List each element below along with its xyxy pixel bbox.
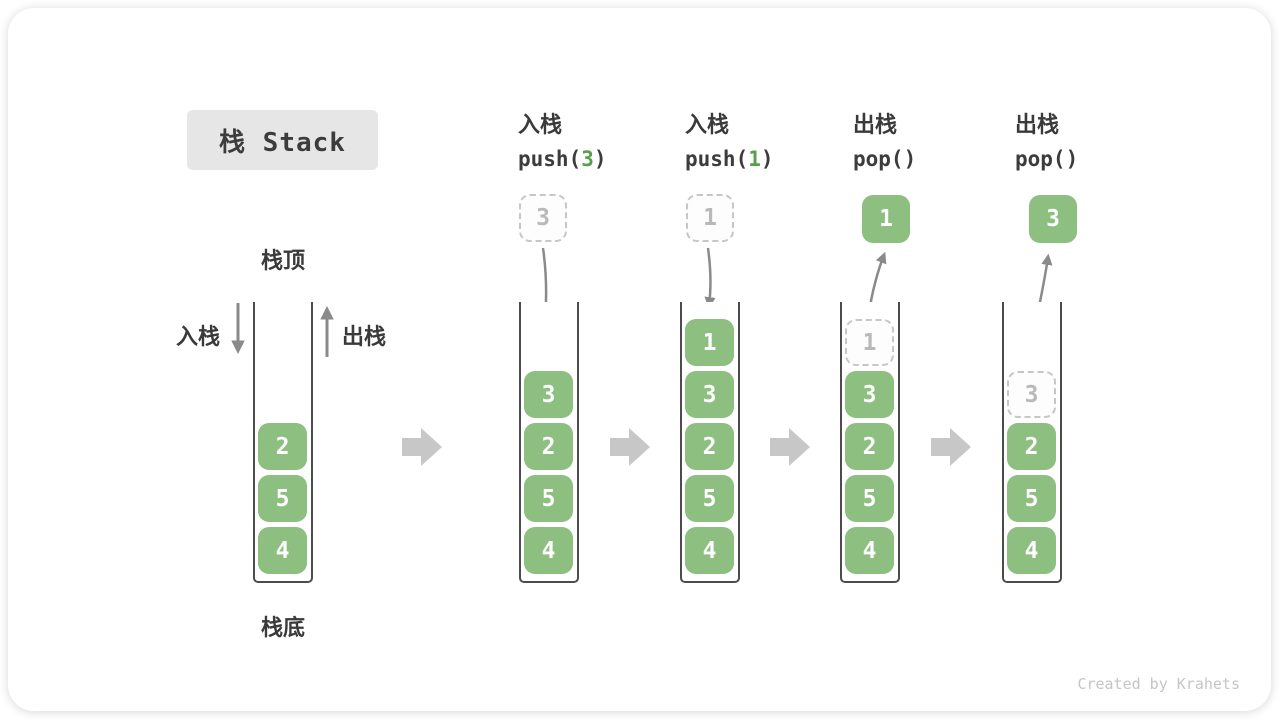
op-code-text: ) [593, 147, 607, 171]
op-code-text: pop() [1015, 147, 1079, 171]
op-code-text: push( [685, 147, 749, 171]
stack-item: 4 [845, 527, 894, 574]
op-action: 出栈 [853, 112, 898, 137]
op-code-text: push( [518, 147, 582, 171]
stack-item: 2 [685, 423, 734, 470]
stack-item: 4 [1007, 527, 1056, 574]
stack-item: 5 [685, 475, 734, 522]
stack-state-3: 1 3 2 5 4 [680, 302, 740, 583]
stack-item: 5 [845, 475, 894, 522]
op-code: push(3) [518, 147, 607, 171]
stack-item-popped: 1 [845, 319, 894, 366]
pop-label: 出栈 [342, 324, 387, 349]
stack-item: 1 [685, 319, 734, 366]
stack-item: 5 [1007, 475, 1056, 522]
floating-item-push: 3 [519, 194, 567, 242]
stack-state-2: 3 2 5 4 [519, 302, 579, 583]
operation-label-push3: 入栈 push(3) [518, 107, 607, 171]
title-badge: 栈 Stack [187, 110, 378, 170]
stack-top-label: 栈顶 [260, 248, 305, 273]
operation-label-pop2: 出栈 pop() [1015, 107, 1078, 171]
floating-item-push: 1 [686, 194, 734, 242]
watermark: Created by Krahets [1077, 675, 1240, 693]
stack-item: 5 [524, 475, 573, 522]
stack-state-1: 2 5 4 [253, 302, 313, 583]
stack-item-popped: 3 [1007, 371, 1056, 418]
stack-state-4: 1 3 2 5 4 [840, 302, 900, 583]
stack-bottom-label: 栈底 [260, 615, 305, 640]
floating-item-popped: 1 [862, 195, 910, 243]
operation-label-push1: 入栈 push(1) [685, 107, 774, 171]
op-action: 出栈 [1015, 112, 1060, 137]
stack-item: 3 [524, 371, 573, 418]
op-code-arg: 1 [748, 147, 761, 171]
op-code-text: pop() [853, 147, 917, 171]
op-code: push(1) [685, 147, 774, 171]
stack-item: 2 [845, 423, 894, 470]
push-label: 入栈 [176, 324, 221, 349]
stack-item: 5 [258, 475, 307, 522]
stack-item: 4 [685, 527, 734, 574]
stack-item: 2 [524, 423, 573, 470]
stack-state-5: 3 2 5 4 [1002, 302, 1062, 583]
stack-item: 3 [845, 371, 894, 418]
op-code: pop() [853, 147, 916, 171]
stack-item: 2 [258, 423, 307, 470]
stack-item: 4 [524, 527, 573, 574]
operation-label-pop1: 出栈 pop() [853, 107, 916, 171]
op-code: pop() [1015, 147, 1078, 171]
stack-item: 3 [685, 371, 734, 418]
op-action: 入栈 [518, 112, 563, 137]
floating-item-popped: 3 [1029, 195, 1077, 243]
stack-item: 4 [258, 527, 307, 574]
op-code-arg: 3 [581, 147, 594, 171]
stack-item: 2 [1007, 423, 1056, 470]
op-action: 入栈 [685, 112, 730, 137]
op-code-text: ) [760, 147, 774, 171]
